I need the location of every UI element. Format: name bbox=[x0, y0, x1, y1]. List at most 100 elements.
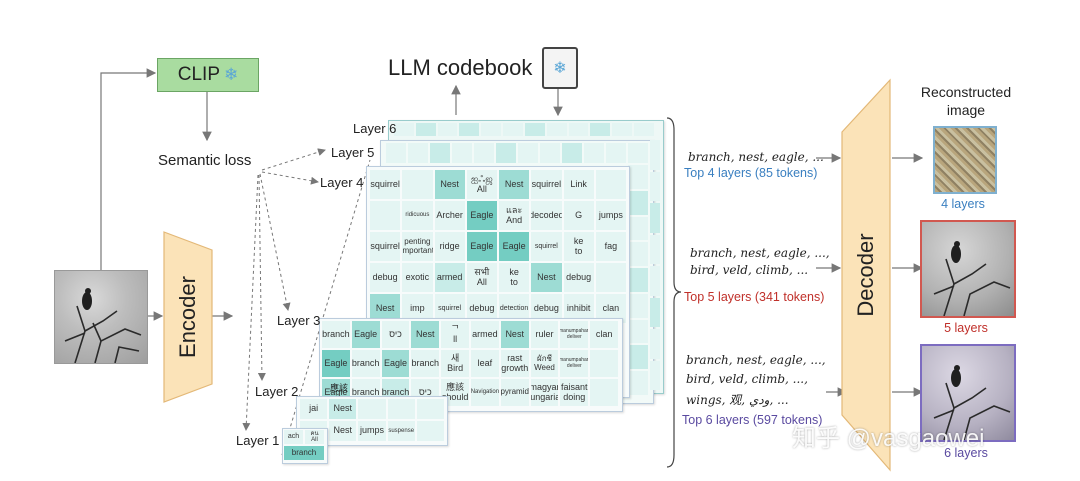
l3-cell: branch bbox=[351, 350, 380, 377]
book-snowflake-icon: ❄ bbox=[542, 47, 578, 89]
l3-cell: Eagle bbox=[351, 321, 380, 348]
l1-cell-text: คน All bbox=[310, 430, 319, 443]
snowflake-icon: ❄ bbox=[224, 65, 239, 84]
l4-cell-text: ஐஃஜ All bbox=[470, 174, 493, 194]
l3-cell: armed bbox=[470, 321, 499, 348]
l4-cell-text: penting important bbox=[402, 237, 433, 255]
codebook-label: LLM codebook bbox=[388, 55, 533, 80]
reconstructed-4-layers-image bbox=[933, 126, 997, 194]
l3-cell: 새 Bird bbox=[441, 350, 469, 377]
l4-cell: decoded bbox=[531, 201, 562, 230]
l3-cell-text: 應該 should bbox=[441, 382, 469, 402]
l4-cell: squirrel bbox=[370, 232, 401, 261]
layer-6-strip bbox=[394, 123, 654, 136]
clip-label: CLIP bbox=[177, 64, 220, 85]
l3-cell: clan bbox=[590, 321, 618, 348]
loss-to-layer3-line bbox=[259, 173, 291, 311]
l3-cell: branch bbox=[322, 321, 350, 348]
l4-cell: jumps bbox=[595, 201, 626, 230]
layer-5-side-strip bbox=[628, 165, 648, 396]
caption-5-layers: Top 5 layers (341 tokens) bbox=[684, 290, 825, 304]
l2-cell bbox=[416, 421, 444, 441]
reconstructed-6-layers-image bbox=[920, 344, 1016, 442]
l3-cell: Nest bbox=[500, 321, 529, 348]
l4-cell: exotic bbox=[402, 263, 433, 292]
tokens-5-line2: bird, veld, climb, ... bbox=[690, 263, 809, 277]
reconstructed-bird-5 bbox=[933, 241, 1011, 317]
layer-4-grid: squirrel Nest ஐஃஜ All Nest squirrel Link… bbox=[370, 170, 626, 323]
tokens-4-text: branch, nest, eagle, ... bbox=[688, 150, 824, 164]
rec-caption-5: 5 layers bbox=[944, 321, 988, 335]
l1-cell: branch bbox=[284, 446, 324, 460]
loss-to-layer5-line bbox=[261, 148, 326, 171]
bird-on-branch-image bbox=[64, 288, 142, 363]
tokens-6-line3: wings, 观, ودي, ... bbox=[686, 393, 789, 407]
l4-cell bbox=[595, 170, 626, 199]
layer-3-label: Layer 3 bbox=[277, 313, 321, 328]
l3-cell: magyar Hungarian bbox=[530, 379, 559, 406]
l3-cell bbox=[590, 350, 618, 377]
l2-cell bbox=[358, 399, 386, 419]
layer-5-label: Layer 5 bbox=[331, 145, 375, 160]
l4-cell: squirrel bbox=[531, 232, 562, 261]
l3-cell: ruler bbox=[530, 321, 559, 348]
l2-cell: Nest bbox=[329, 421, 357, 441]
clip-box: CLIP ❄ bbox=[157, 58, 259, 92]
reconstructed-5-layers-image bbox=[920, 220, 1016, 318]
l4-cell: Nest bbox=[434, 170, 465, 199]
l4-cell: Eagle bbox=[499, 232, 530, 261]
reconstructed-bird-6 bbox=[933, 365, 1011, 441]
l4-cell: penting important bbox=[402, 232, 433, 261]
l3-cell: faisant doing bbox=[560, 379, 589, 406]
l4-cell: Link bbox=[563, 170, 594, 199]
l3-cell-text: faisant doing bbox=[561, 382, 588, 402]
l2-extra-cell: 應該 bbox=[330, 383, 349, 393]
tokens-6-line1: branch, nest, eagle, ..., bbox=[686, 353, 826, 367]
l3-cell: Nest bbox=[411, 321, 440, 348]
l4-cell: armed bbox=[434, 263, 465, 292]
l3-cell: manumpahan deliver bbox=[560, 350, 589, 377]
l4-cell bbox=[595, 263, 626, 292]
l2-cell bbox=[416, 399, 444, 419]
l4-cell-text: ke to bbox=[509, 267, 519, 287]
l4-cell: squirrel bbox=[370, 170, 401, 199]
l3-cell: כיס bbox=[381, 321, 410, 348]
l4-cell: Eagle bbox=[466, 232, 497, 261]
tokens-6-line2: bird, veld, climb, ..., bbox=[686, 372, 808, 386]
input-image bbox=[54, 270, 148, 364]
caption-4-layers: Top 4 layers (85 tokens) bbox=[684, 166, 818, 180]
l4-cell bbox=[402, 170, 433, 199]
l4-cell: ke to bbox=[563, 232, 594, 261]
layer-4-label: Layer 4 bbox=[320, 175, 364, 190]
l2-cell bbox=[387, 399, 415, 419]
layer-2-grid: jai Nest Nest jumps suspense bbox=[300, 399, 444, 441]
l3-cell-text: 새 Bird bbox=[447, 353, 464, 373]
l4-cell: Nest bbox=[499, 170, 530, 199]
reconstructed-title: Reconstructed image bbox=[916, 83, 1016, 119]
l1-cell: คน All bbox=[305, 430, 324, 444]
l3-cell-text: magyar Hungarian bbox=[530, 382, 559, 402]
l4-cell-text: सभी All bbox=[474, 267, 490, 287]
l4-cell: Eagle bbox=[466, 201, 497, 230]
l1-cell: ach bbox=[284, 430, 303, 444]
output-brace bbox=[666, 117, 682, 468]
loss-to-layer2-line bbox=[257, 174, 266, 381]
l3-cell: Eagle bbox=[322, 350, 350, 377]
l4-cell: และ And bbox=[499, 201, 530, 230]
layer-3-grid: branch Eagle כיס Nest ᄀ ll armed Nest ru… bbox=[322, 321, 618, 406]
l3-cell: leaf bbox=[470, 350, 499, 377]
decoder-label: Decoder bbox=[853, 233, 878, 317]
l4-cell bbox=[370, 201, 401, 230]
l3-cell: Eagle bbox=[381, 350, 410, 377]
l2-cell: Nest bbox=[329, 399, 357, 419]
layer-1-grid: ach คน All branch bbox=[284, 430, 324, 460]
layer-6-label: Layer 6 bbox=[353, 121, 397, 136]
watermark: 知乎 @vasgaowei bbox=[792, 425, 985, 452]
l4-cell: Archer bbox=[434, 201, 465, 230]
l3-cell: pyramid bbox=[500, 379, 529, 406]
l3-cell-text: ᄀ ll bbox=[450, 324, 460, 344]
rec-caption-6: 6 layers bbox=[944, 446, 988, 460]
layer-1-label: Layer 1 bbox=[236, 433, 280, 448]
encoder-shape bbox=[163, 231, 213, 403]
